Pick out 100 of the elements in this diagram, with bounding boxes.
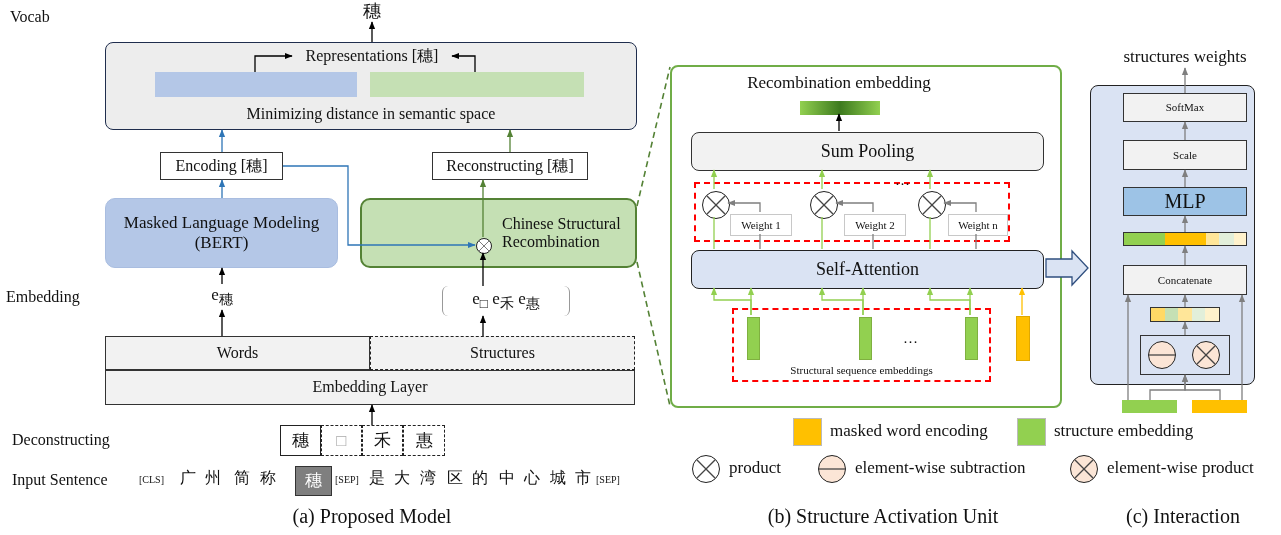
model-box: [105, 198, 338, 268]
node-label: 穗: [305, 471, 322, 491]
arrow: [282, 165, 476, 249]
vector-bar: [747, 317, 760, 360]
row-label: Deconstructing: [12, 431, 110, 450]
process-box: [1123, 140, 1247, 170]
arrow: [1181, 121, 1189, 141]
token: [SEP]: [335, 474, 359, 486]
process-box: [1123, 93, 1247, 122]
vector-bar: [1122, 400, 1177, 413]
arrow: [368, 404, 376, 426]
character: 湾: [420, 469, 436, 488]
arrow: [727, 199, 761, 213]
character: 广: [180, 469, 196, 488]
node-label: MLP: [1164, 190, 1206, 213]
process-box: [1123, 265, 1247, 295]
product-operator: [810, 191, 838, 219]
product-operator: [476, 238, 492, 254]
character: 州: [205, 469, 221, 488]
vector-bar: [1123, 232, 1247, 246]
character-cell: [321, 425, 362, 456]
arrow: [926, 287, 971, 316]
node-label: e$_{穗}$: [211, 285, 233, 309]
connector-line: [929, 216, 931, 250]
model-box: [360, 198, 637, 268]
node-label: structures weights: [1123, 47, 1247, 67]
connector-line: [821, 216, 823, 250]
arrow: [1181, 374, 1221, 401]
character: 心: [524, 469, 540, 488]
row-label: Embedding: [6, 288, 80, 307]
node-label: Concatenate: [1157, 273, 1213, 287]
module-panel: [670, 65, 1062, 408]
legend-label: element-wise subtraction: [855, 458, 1026, 478]
attention-box: [691, 250, 1044, 289]
zoom-line: [636, 66, 671, 207]
connector-line: [975, 233, 977, 250]
character: 称: [260, 469, 276, 488]
arrow: [943, 199, 977, 213]
block-arrow: [1045, 249, 1089, 287]
weight-box: [844, 214, 906, 236]
pooling-box: [691, 132, 1044, 171]
product-operator: [702, 191, 730, 219]
arrow: [479, 179, 487, 238]
arrow: [368, 21, 376, 43]
vector-bar: [1150, 307, 1220, 322]
arrow: [218, 129, 226, 153]
node-label: SoftMax: [1165, 101, 1205, 114]
arrow: [506, 129, 514, 153]
group-caption: Structural sequence embeddings: [790, 364, 933, 377]
arrow: [926, 169, 934, 190]
arrow: [710, 287, 752, 316]
token: [SEP]: [596, 474, 620, 486]
node-label: Weight n: [958, 218, 998, 232]
vector-bar: [1192, 400, 1247, 413]
vector-bar: [1016, 316, 1030, 361]
arrow: [818, 287, 864, 316]
ellipsis: …: [895, 172, 910, 190]
legend-label: structure embedding: [1054, 421, 1194, 441]
token: [CLS]: [139, 474, 164, 486]
arrow: [254, 52, 293, 73]
arrow: [710, 169, 718, 190]
arrow: [1238, 294, 1246, 401]
layer-cell: [105, 336, 370, 370]
product-operator: [1192, 341, 1220, 369]
node-label: Chinese Structural Recombination: [502, 214, 622, 252]
vector-bar: [155, 72, 357, 97]
node-label: 禾: [374, 430, 391, 451]
node-label: Weight 2: [855, 218, 895, 232]
arrow: [479, 315, 487, 337]
panel-caption: Minimizing distance in semantic space: [246, 104, 496, 123]
connector-line: [872, 233, 874, 250]
arrow: [1181, 321, 1189, 336]
character: 区: [447, 469, 463, 488]
layer-cell: [370, 336, 635, 370]
zoom-line: [636, 261, 671, 407]
node-label: 惠: [415, 430, 433, 451]
process-box: [160, 152, 283, 180]
dashed-group: [732, 308, 991, 382]
arrow: [1124, 294, 1132, 401]
character: 城: [550, 469, 566, 488]
operator-box: [1140, 335, 1230, 375]
node-label: Sum Pooling: [820, 141, 915, 162]
process-box: [432, 152, 588, 180]
node-label: Structures: [470, 343, 535, 363]
character-cell: [403, 425, 445, 456]
character: 市: [575, 469, 591, 488]
character: 是: [369, 469, 385, 488]
embedding-bar: [800, 101, 880, 115]
representation-panel: [105, 42, 637, 130]
character: 中: [499, 469, 515, 488]
connector-line: [713, 216, 715, 250]
legend-label: element-wise product: [1107, 458, 1254, 478]
arrow: [218, 267, 226, 285]
figure-caption: (b) Structure Activation Unit: [767, 505, 999, 528]
figure-caption: (c) Interaction: [1126, 505, 1240, 528]
node-label: Weight 1: [741, 218, 781, 232]
arrow: [218, 179, 226, 199]
node-label: Words: [216, 343, 259, 363]
node-label: e$_{□}$ e$_{禾}$ e$_{惠}$: [472, 289, 540, 313]
node-label: Scale: [1173, 148, 1197, 162]
